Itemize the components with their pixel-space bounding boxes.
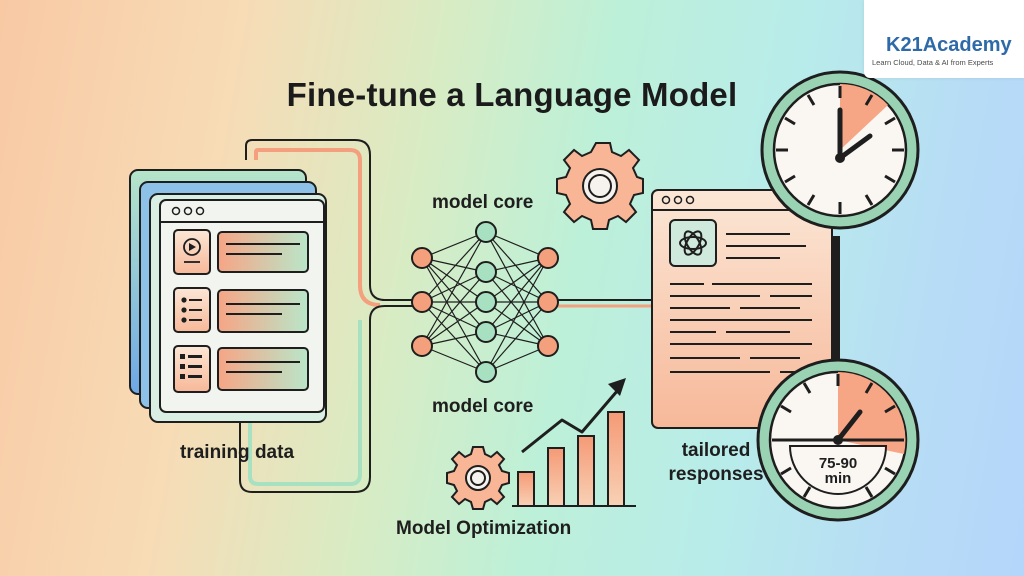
- clock-icon: [760, 70, 920, 230]
- stopwatch-icon: [756, 358, 920, 522]
- trend-arrow-icon: [521, 378, 626, 454]
- model-core-top-label: model core: [432, 192, 534, 213]
- responses-label-line2: responses: [668, 464, 764, 485]
- brand-name: K21Academy: [886, 34, 1012, 56]
- model-core-bottom-label: model core: [432, 396, 534, 417]
- connector-lines: [239, 139, 840, 493]
- training-data-label: training data: [180, 442, 295, 463]
- timer-readout: 75-90 min: [808, 456, 868, 486]
- optimization-bar-chart: [512, 378, 636, 507]
- model-optimization-label: Model Optimization: [396, 518, 572, 539]
- response-document: [651, 189, 833, 429]
- timer-unit: min: [824, 470, 852, 487]
- list-icon: [181, 297, 202, 323]
- gear-icon: [556, 142, 644, 230]
- brand-logo-box: [864, 0, 1024, 78]
- play-icon: [183, 238, 201, 263]
- gear-icon: [446, 446, 510, 510]
- training-data-stack: [129, 169, 327, 423]
- brand-tagline: Learn Cloud, Data & AI from Experts: [872, 58, 994, 67]
- grid-list-icon: [180, 354, 202, 379]
- tailored-label-line1: tailored: [681, 440, 751, 461]
- timer-value: 75-90: [818, 455, 858, 472]
- page-title: Fine-tune a Language Model: [286, 76, 738, 113]
- openai-logo-icon: [679, 230, 707, 256]
- neural-network: [411, 221, 559, 383]
